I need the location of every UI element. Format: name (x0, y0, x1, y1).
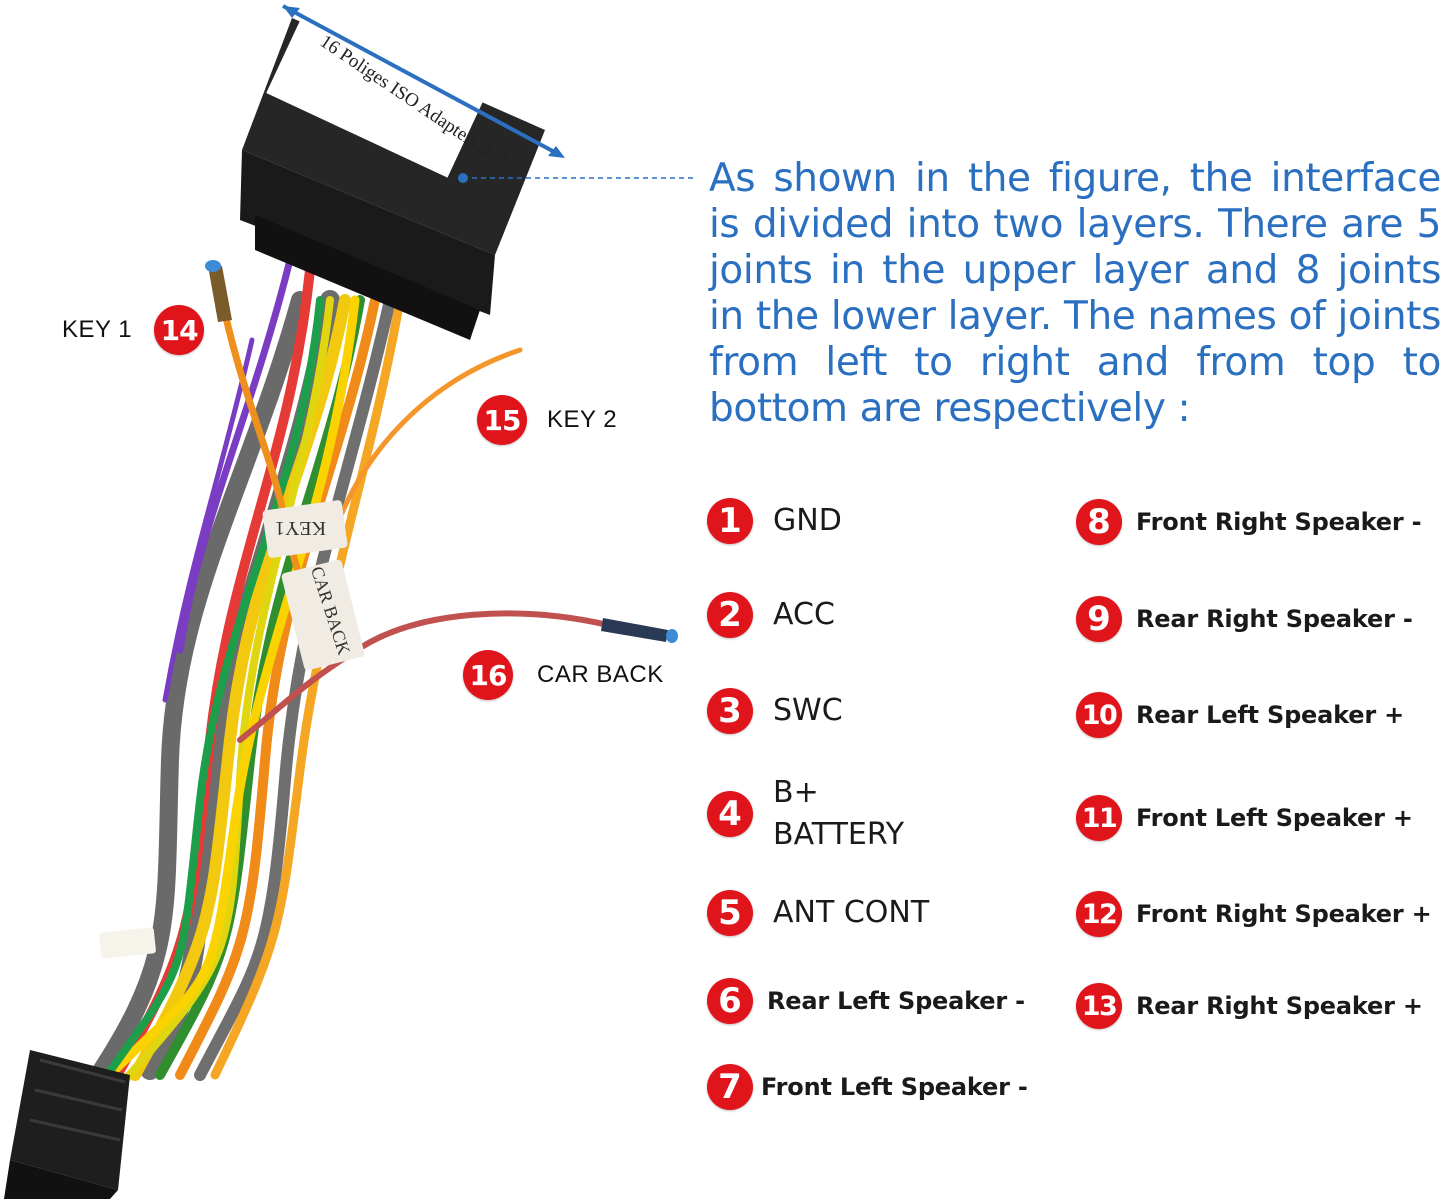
wire-tags: KEY1 CAR BACK (99, 500, 365, 959)
iso-connector-bottom (4, 1050, 130, 1199)
legend-label: SWC (773, 693, 843, 728)
legend-item-9: 9 Rear Right Speaker - (1076, 596, 1413, 642)
legend-item-5: 5 ANT CONT (707, 890, 929, 936)
badge: 9 (1076, 596, 1122, 642)
badge: 2 (707, 592, 753, 638)
legend-item-4: 4 B+ BATTERY (707, 772, 904, 856)
badge: 8 (1076, 499, 1122, 545)
legend-item-6: 6 Rear Left Speaker - (707, 978, 1025, 1024)
badge: 12 (1076, 891, 1122, 937)
badge-14: 14 (154, 305, 205, 355)
legend-label: Front Left Speaker + (1136, 804, 1413, 832)
legend-label: Front Right Speaker - (1136, 508, 1422, 536)
iso-connector-top: 16 Poliges ISO Adapterkabel (240, 2, 695, 340)
legend-item-2: 2 ACC (707, 592, 835, 638)
badge: 5 (707, 890, 753, 936)
legend-label: ANT CONT (773, 895, 930, 930)
legend-label: GND (773, 503, 842, 538)
legend-label: Front Right Speaker + (1136, 900, 1432, 928)
badge-16: 16 (463, 650, 513, 700)
legend-label: Front Left Speaker - (761, 1073, 1028, 1101)
legend-label: Rear Left Speaker + (1136, 701, 1405, 729)
legend-item-13: 13 Rear Right Speaker + (1076, 983, 1423, 1029)
legend-label: Rear Right Speaker + (1136, 992, 1423, 1020)
badge: 3 (707, 688, 753, 734)
legend-label: Rear Left Speaker - (767, 987, 1025, 1015)
legend-item-1: 1 GND (707, 498, 842, 544)
badge: 10 (1076, 692, 1122, 738)
badge: 13 (1076, 983, 1122, 1029)
legend-item-7: 7 Front Left Speaker - (707, 1064, 1028, 1110)
badge: 6 (707, 978, 753, 1024)
wire-label-16: 16 CAR BACK (463, 650, 664, 700)
key1-tag-text: KEY1 (275, 517, 326, 539)
description-text: As shown in the figure, the interface is… (709, 156, 1441, 431)
wire-tips (205, 260, 678, 643)
wire-label-text: CAR BACK (537, 661, 664, 688)
legend-label-line1: B+ (773, 775, 819, 810)
badge-15: 15 (477, 395, 527, 445)
legend-item-11: 11 Front Left Speaker + (1076, 795, 1413, 841)
legend-item-12: 12 Front Right Speaker + (1076, 891, 1432, 937)
legend-item-3: 3 SWC (707, 688, 843, 734)
legend-label-line2: BATTERY (773, 817, 905, 852)
wiring-harness-illustration: KEY1 CAR BACK 16 Poliges ISO Adapterkabe… (4, 2, 695, 1199)
legend-label: ACC (773, 597, 835, 632)
badge: 7 (707, 1064, 753, 1110)
legend-item-8: 8 Front Right Speaker - (1076, 499, 1422, 545)
wire-label-15: 15 KEY 2 (477, 395, 617, 445)
badge: 11 (1076, 795, 1122, 841)
wire-label-14: KEY 1 14 (62, 305, 205, 355)
wire-label-text: KEY 1 (62, 316, 133, 343)
legend-label: Rear Right Speaker - (1136, 605, 1413, 633)
legend-item-10: 10 Rear Left Speaker + (1076, 692, 1404, 738)
wire-label-text: KEY 2 (547, 406, 618, 433)
legend-label: B+ BATTERY (773, 772, 904, 856)
badge: 4 (707, 791, 753, 837)
badge: 1 (707, 498, 753, 544)
